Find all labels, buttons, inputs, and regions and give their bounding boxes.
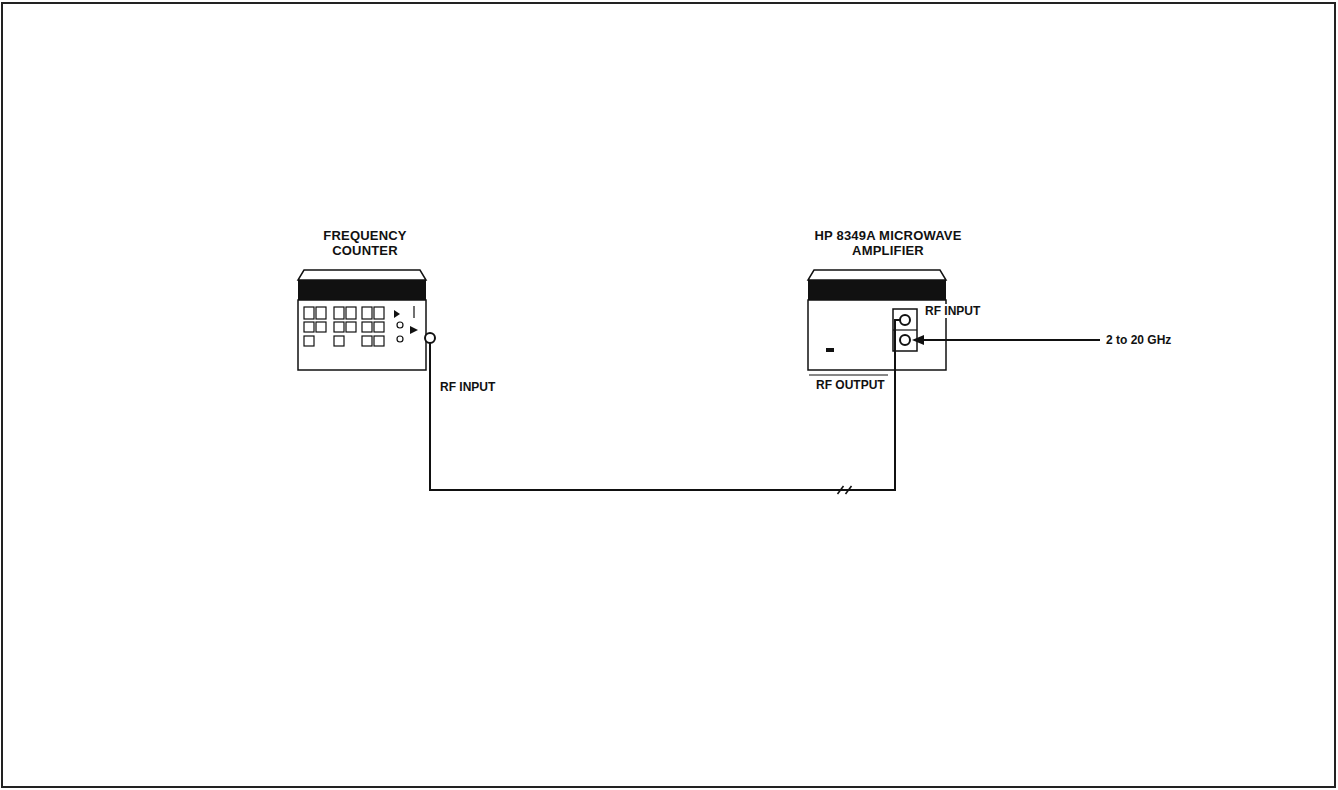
port-label: RF OUTPUT — [814, 378, 887, 392]
leader-line — [809, 375, 888, 376]
arrowhead — [912, 335, 924, 345]
port-label: RF INPUT — [923, 304, 982, 318]
cable-break — [846, 486, 852, 494]
instrument-node: FREQUENCY COUNTER — [296, 228, 434, 372]
cable — [430, 372, 895, 490]
port-label: RF INPUT — [438, 380, 497, 394]
frequency-range: 2 to 20 GHz — [1104, 333, 1173, 347]
instrument-heading: HP 8349A MICROWAVE AMPLIFIER — [804, 228, 972, 258]
microwave-amplifier — [808, 270, 1100, 375]
cable-break — [838, 486, 844, 494]
instrument-node: HP 8349A MICROWAVE AMPLIFIER — [800, 228, 976, 372]
input-arrow — [922, 339, 1100, 341]
page-frame — [2, 3, 1335, 787]
frequency-counter — [298, 270, 435, 372]
instrument-heading: FREQUENCY COUNTER — [305, 228, 425, 258]
cable-stub — [895, 320, 900, 372]
cable-stub — [429, 343, 431, 372]
